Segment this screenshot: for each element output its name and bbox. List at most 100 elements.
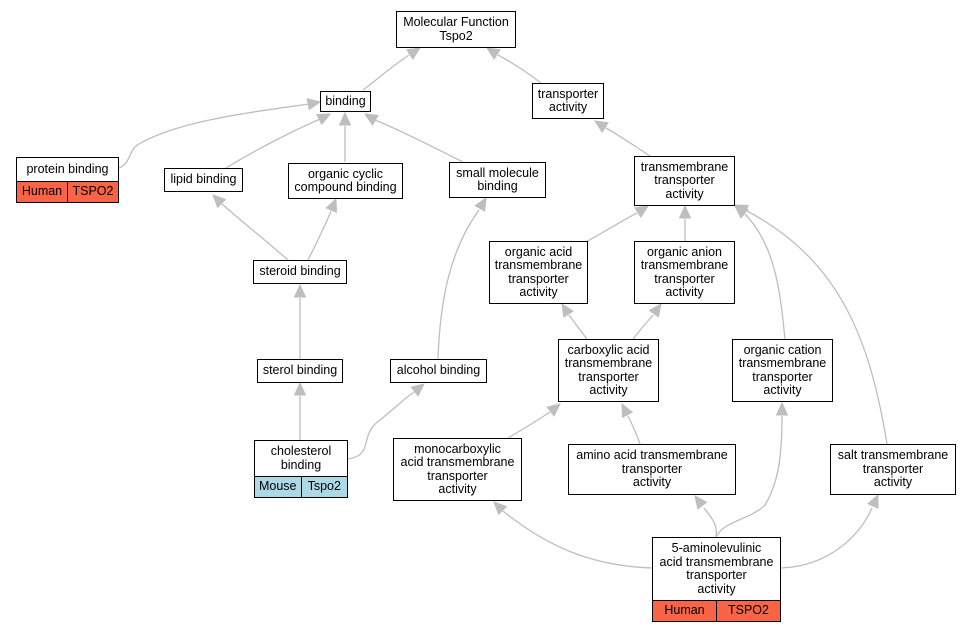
node-label: alcohol binding: [396, 363, 481, 378]
organism-tags: Human TSPO2: [653, 600, 780, 621]
node-label: organic acid transmembrane transporter a…: [494, 244, 583, 299]
edge-amino-acid-to-carboxylic-acid: [621, 402, 641, 445]
node-amino-acid-transmembrane-transporter-activity[interactable]: amino acid transmembrane transporter act…: [568, 444, 736, 495]
arrowhead: [593, 120, 609, 134]
node-label: amino acid transmembrane transporter act…: [576, 448, 728, 490]
edge-transporter-activity-to-molecular-function: [485, 47, 542, 84]
organism-tag: Human: [21, 184, 63, 199]
organism-tag: Mouse: [258, 479, 297, 494]
node-label: 5-aminolevulinic acid transmembrane tran…: [659, 541, 774, 596]
edge-organic-cyclic-compound-binding-to-binding: [338, 111, 352, 162]
edge-organic-acid-to-transmembrane-transporter-activity: [585, 205, 650, 243]
node-label: transmembrane transporter activity: [640, 159, 729, 201]
arrowhead: [546, 403, 561, 417]
edge-steroid-binding-to-lipid-binding: [212, 194, 289, 261]
node-label: cholesterol binding: [270, 444, 332, 472]
edge-small-molecule-binding-to-binding: [363, 113, 464, 163]
node-binding[interactable]: binding: [320, 91, 371, 112]
node-label: steroid binding: [259, 264, 341, 279]
node-organic-cyclic-compound-binding[interactable]: organic cyclic compound binding: [288, 163, 403, 199]
node-label: transporter activity: [537, 86, 599, 114]
arrowhead: [485, 47, 501, 61]
gene-tag: TSPO2: [716, 601, 780, 621]
node-label: organic anion transmembrane transporter …: [640, 244, 729, 299]
gene-tag: TSPO2: [67, 182, 118, 202]
arrowhead: [293, 381, 307, 396]
node-organic-cation-transmembrane-transporter-activity[interactable]: organic cation transmembrane transporter…: [732, 339, 833, 402]
arrowhead: [406, 47, 422, 61]
edge-salt-to-transmembrane-transporter-activity: [733, 204, 888, 445]
edge-5-aminolevulinic-to-salt: [780, 493, 879, 569]
edge-carboxylic-acid-to-organic-acid: [561, 302, 588, 340]
edge-transmembrane-transporter-activity-to-transporter-activity: [593, 120, 651, 157]
edge-carboxylic-acid-to-organic-anion: [632, 303, 662, 340]
arrowhead: [363, 113, 379, 126]
edge-cholesterol-binding-to-alcohol-binding: [347, 383, 425, 460]
arrowhead: [648, 303, 662, 318]
arrowhead: [306, 98, 322, 111]
arrowhead: [325, 197, 337, 213]
node-label: Molecular Function Tspo2: [403, 15, 509, 43]
node-label: protein binding: [26, 161, 109, 176]
arrowhead: [678, 204, 692, 219]
node-alcohol-binding[interactable]: alcohol binding: [390, 359, 487, 383]
edge-binding-to-molecular-function: [362, 47, 422, 91]
edge-5-aminolevulinic-to-monocarboxylic: [493, 501, 653, 569]
arrowhead: [733, 204, 749, 217]
node-label: organic cyclic compound binding: [294, 166, 397, 194]
node-label: carboxylic acid transmembrane transporte…: [564, 342, 653, 397]
edge-organic-anion-to-transmembrane-transporter-activity: [678, 204, 692, 241]
organism-tags: Human TSPO2: [17, 181, 118, 202]
node-organic-anion-transmembrane-transporter-activity[interactable]: organic anion transmembrane transporter …: [634, 241, 735, 304]
edge-5-aminolevulinic-to-organic-cation: [715, 401, 789, 538]
edge-cholesterol-binding-to-sterol-binding: [293, 381, 307, 440]
arrowhead: [410, 383, 425, 397]
edge-steroid-binding-to-organic-cyclic-compound-binding: [307, 197, 337, 261]
arrowhead: [561, 302, 575, 318]
node-label: organic cation transmembrane transporter…: [738, 342, 827, 397]
arrowhead: [634, 205, 650, 219]
arrowhead: [212, 194, 227, 209]
arrowhead: [621, 402, 634, 418]
node-sterol-binding[interactable]: sterol binding: [257, 359, 343, 383]
node-carboxylic-acid-transmembrane-transporter-activity[interactable]: carboxylic acid transmembrane transporte…: [558, 339, 659, 402]
node-transporter-activity[interactable]: transporter activity: [532, 83, 604, 119]
node-label: binding: [325, 93, 366, 108]
edge-monocarboxylic-to-carboxylic-acid: [507, 403, 561, 439]
edge-organic-cation-to-transmembrane-transporter-activity: [734, 205, 786, 340]
node-transmembrane-transporter-activity[interactable]: transmembrane transporter activity: [634, 156, 735, 206]
arrowhead: [293, 283, 307, 298]
arrowhead: [474, 196, 487, 212]
node-label: sterol binding: [262, 363, 338, 378]
arrowhead: [694, 495, 708, 510]
arrowhead: [867, 493, 879, 509]
arrowhead: [338, 111, 352, 126]
node-organic-acid-transmembrane-transporter-activity[interactable]: organic acid transmembrane transporter a…: [489, 241, 588, 304]
node-protein-binding[interactable]: protein binding Human TSPO2: [16, 157, 119, 203]
node-5-aminolevulinic-acid-transmembrane-transporter-activity[interactable]: 5-aminolevulinic acid transmembrane tran…: [652, 537, 781, 622]
node-label: monocarboxylic acid transmembrane transp…: [400, 441, 515, 496]
node-salt-transmembrane-transporter-activity[interactable]: salt transmembrane transporter activity: [830, 444, 956, 495]
edge-protein-binding-to-binding: [118, 98, 322, 169]
gene-tag: Tspo2: [300, 477, 348, 497]
arrowhead: [775, 401, 789, 416]
node-molecular-function[interactable]: Molecular Function Tspo2: [396, 11, 516, 48]
edge-alcohol-binding-to-small-molecule-binding: [437, 196, 487, 360]
node-cholesterol-binding[interactable]: cholesterol binding Mouse Tspo2: [254, 440, 348, 498]
node-label: small molecule binding: [456, 165, 539, 193]
organism-tag: Human: [664, 603, 705, 618]
edge-5-aminolevulinic-to-amino-acid: [694, 495, 718, 538]
organism-tags: Mouse Tspo2: [255, 476, 347, 497]
node-small-molecule-binding[interactable]: small molecule binding: [449, 162, 546, 198]
node-lipid-binding[interactable]: lipid binding: [164, 168, 243, 192]
edge-sterol-binding-to-steroid-binding: [293, 283, 307, 359]
node-label: salt transmembrane transporter activity: [837, 448, 949, 490]
arrowhead: [316, 113, 332, 126]
node-steroid-binding[interactable]: steroid binding: [253, 260, 347, 284]
node-monocarboxylic-acid-transmembrane-transporter-activity[interactable]: monocarboxylic acid transmembrane transp…: [393, 438, 522, 501]
node-label: lipid binding: [170, 172, 237, 187]
arrowhead: [493, 501, 508, 516]
edge-lipid-binding-to-binding: [225, 113, 332, 169]
